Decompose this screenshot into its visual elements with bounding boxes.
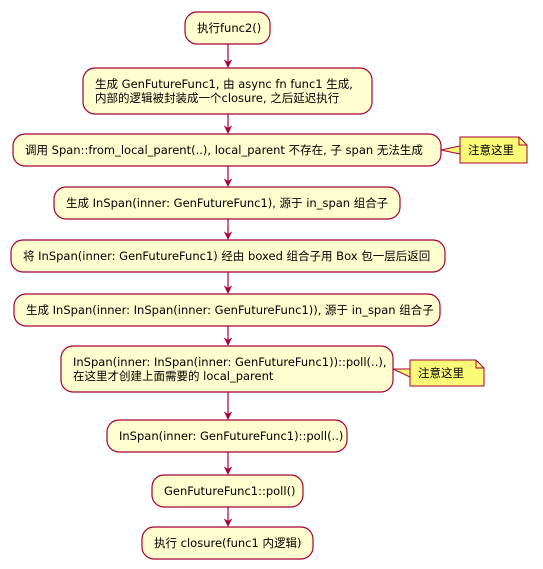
flow-step-box bbox=[151, 474, 304, 508]
flow-step-text: 在这里才创建上面需要的 local_parent bbox=[73, 369, 274, 383]
note-box bbox=[459, 136, 528, 164]
flow-step-text: 生成 InSpan(inner: InSpan(inner: GenFuture… bbox=[26, 303, 434, 317]
flow-step-box bbox=[82, 67, 373, 115]
flow-step-box bbox=[13, 293, 441, 327]
flow-step: 执行 closure(func1 内逻辑) bbox=[141, 526, 314, 560]
flow-step-box bbox=[141, 526, 314, 560]
flow-step: 将 InSpan(inner: GenFutureFunc1) 经由 boxed… bbox=[10, 239, 446, 273]
flow-step: 生成 InSpan(inner: InSpan(inner: GenFuture… bbox=[13, 293, 441, 327]
flow-step-box bbox=[53, 186, 401, 220]
flow-step-box bbox=[10, 239, 446, 273]
note: 注意这里 bbox=[440, 136, 528, 164]
note-connector bbox=[440, 145, 461, 155]
flow-step: InSpan(inner: InSpan(inner: GenFutureFun… bbox=[60, 345, 394, 393]
flow-step-text: 调用 Span::from_local_parent(..), local_pa… bbox=[25, 143, 423, 157]
flow-step-box bbox=[184, 11, 271, 45]
flow-step-text: GenFutureFunc1::poll() bbox=[164, 484, 296, 498]
flow-step: 生成 GenFutureFunc1, 由 async fn func1 生成,内… bbox=[82, 67, 373, 115]
flow-step-text: InSpan(inner: InSpan(inner: GenFutureFun… bbox=[73, 355, 387, 369]
flow-step-text: 执行 closure(func1 内逻辑) bbox=[154, 536, 301, 550]
flow-steps: 执行func2() 生成 GenFutureFunc1, 由 async fn f… bbox=[10, 11, 446, 560]
flow-step-text: 内部的逻辑被封装成一个closure, 之后延迟执行 bbox=[95, 91, 339, 105]
flow-step: 生成 InSpan(inner: GenFutureFunc1), 源于 in_… bbox=[53, 186, 401, 220]
flow-step: 调用 Span::from_local_parent(..), local_pa… bbox=[12, 133, 442, 167]
note-box bbox=[409, 359, 485, 387]
note-text: 注意这里 bbox=[418, 366, 464, 380]
flow-step: InSpan(inner: GenFutureFunc1)::poll(..) bbox=[106, 419, 348, 453]
flow-step-text: 生成 InSpan(inner: GenFutureFunc1), 源于 in_… bbox=[66, 196, 388, 210]
note-fold bbox=[475, 360, 484, 369]
note: 注意这里 bbox=[392, 359, 485, 387]
flow-step-box bbox=[106, 419, 348, 453]
flow-step-text: 生成 GenFutureFunc1, 由 async fn func1 生成, bbox=[95, 77, 353, 91]
note-fold bbox=[518, 137, 527, 146]
flow-step-text: 将 InSpan(inner: GenFutureFunc1) 经由 boxed… bbox=[23, 249, 430, 263]
flow-step-text: InSpan(inner: GenFutureFunc1)::poll(..) bbox=[119, 429, 343, 443]
flow-step: 执行func2() bbox=[184, 11, 271, 45]
flow-step: GenFutureFunc1::poll() bbox=[151, 474, 304, 508]
flow-step-text: 执行func2() bbox=[197, 21, 261, 35]
note-text: 注意这里 bbox=[468, 143, 514, 157]
note-connector bbox=[392, 368, 411, 378]
